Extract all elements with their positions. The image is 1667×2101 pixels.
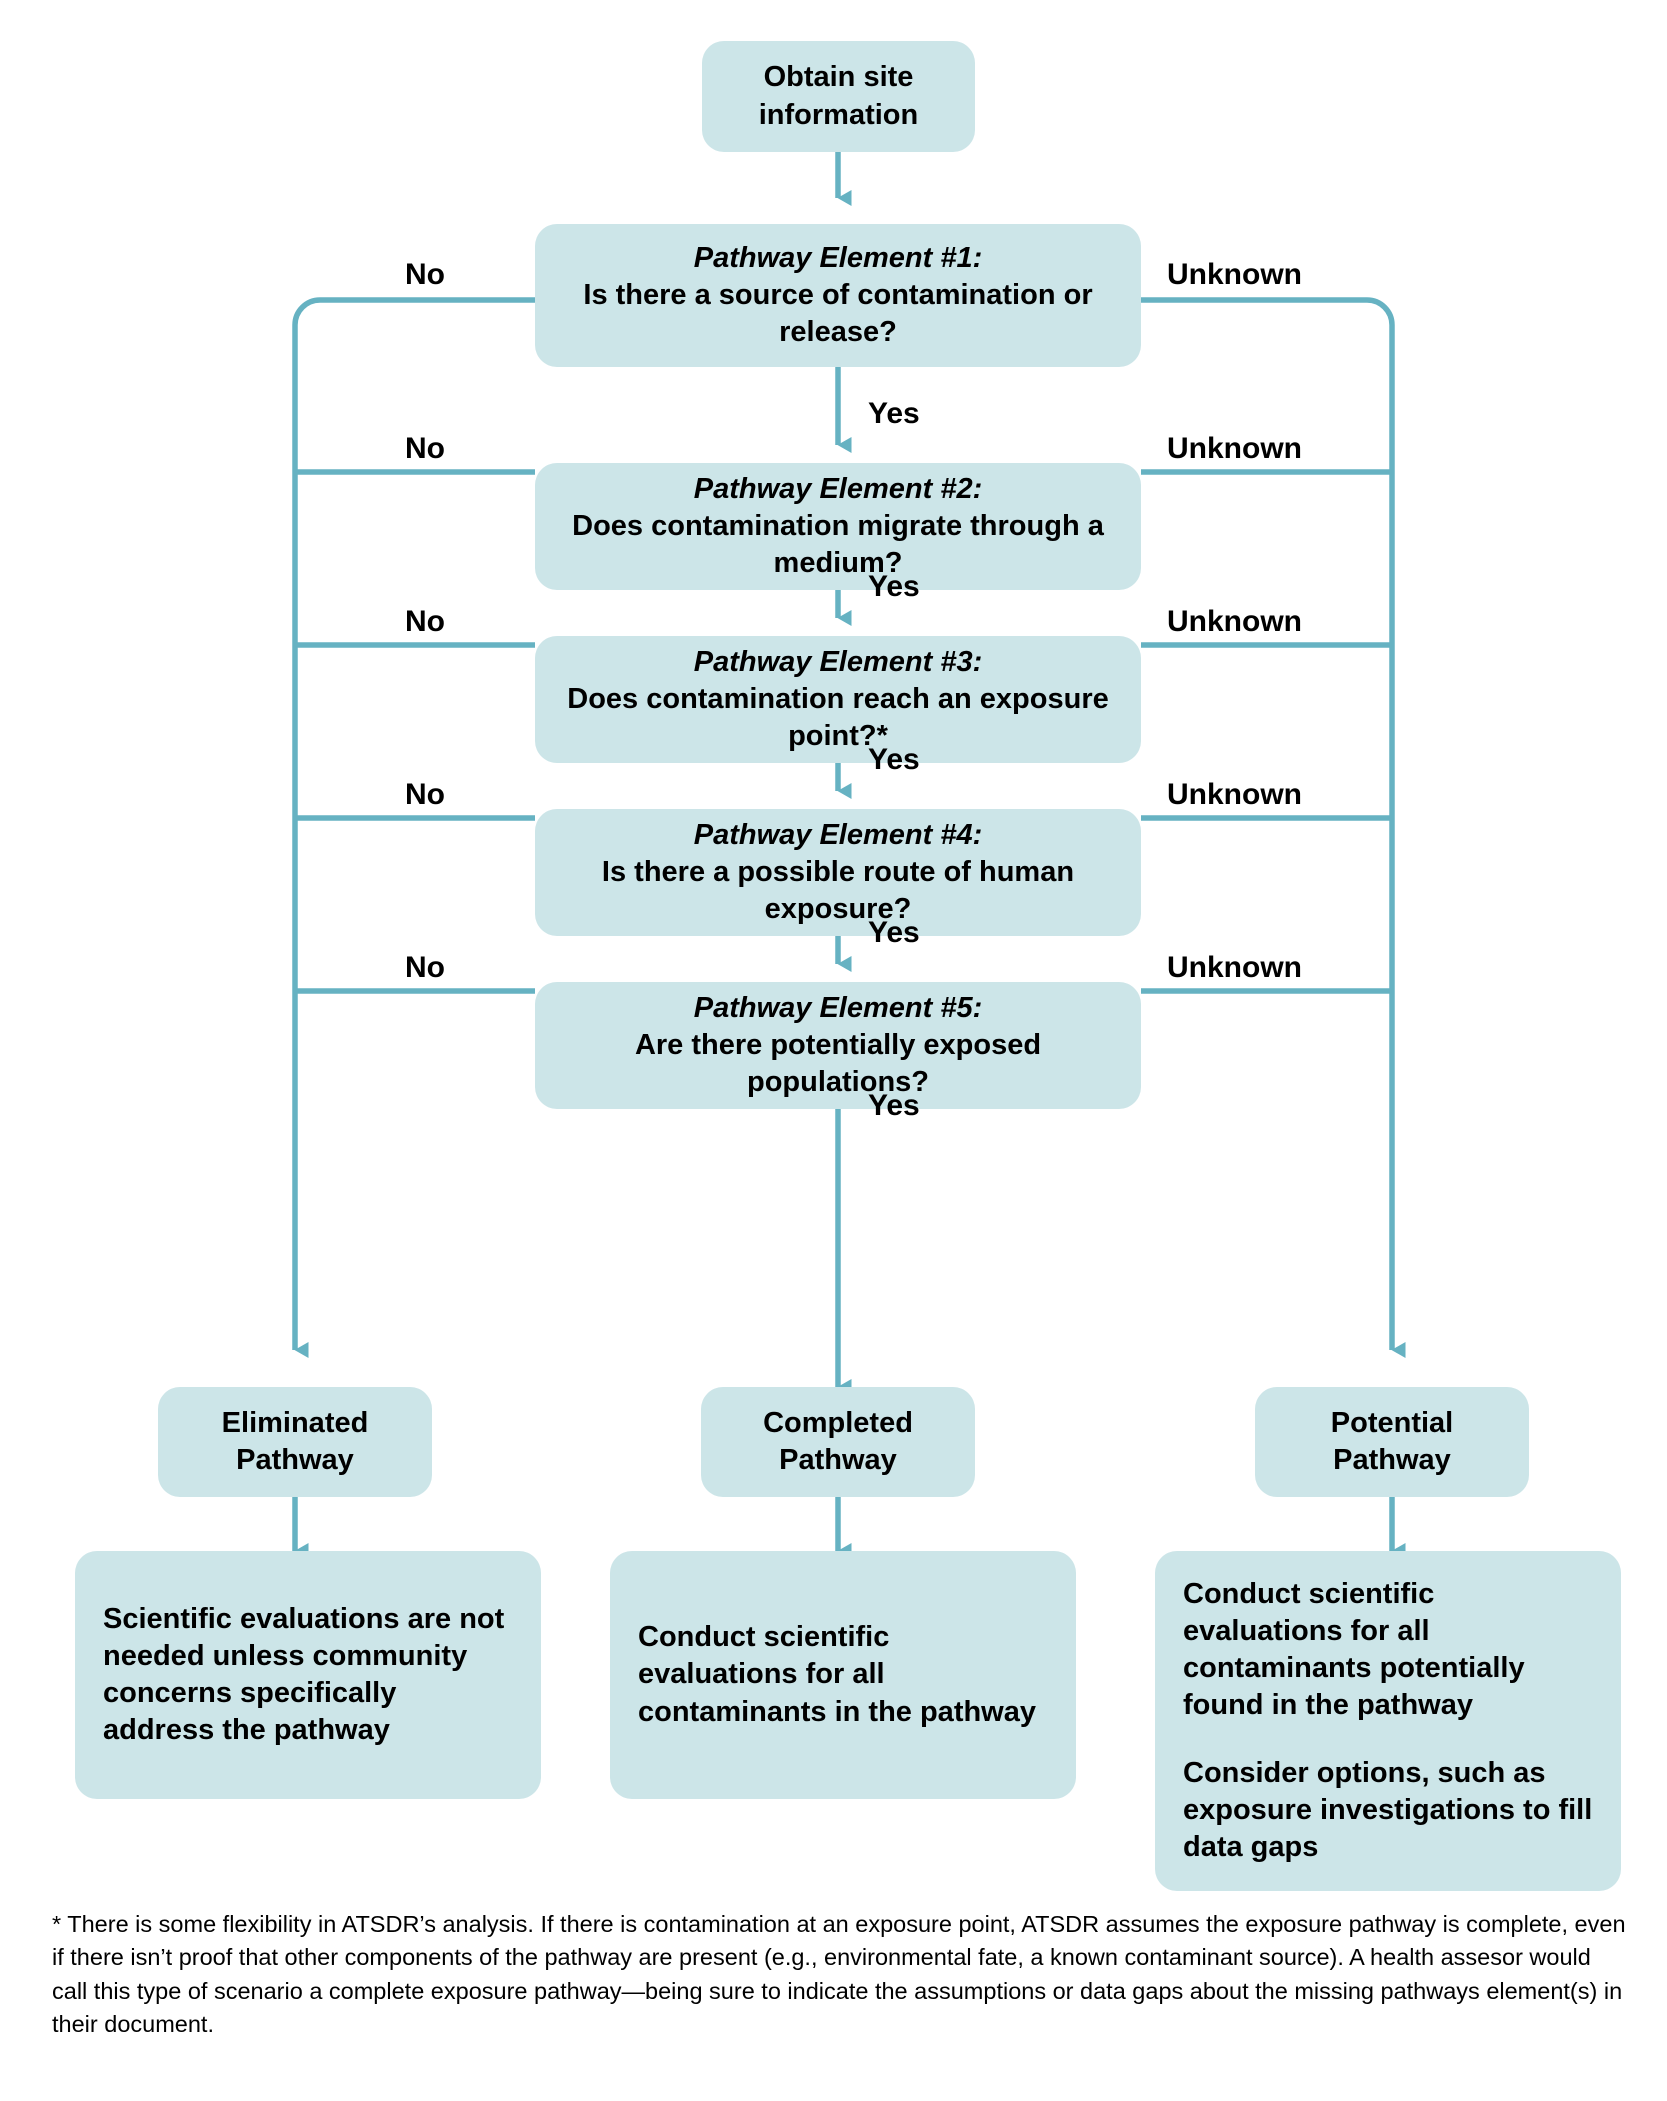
- action-text: Conduct scientific evaluations for all c…: [638, 1621, 1036, 1728]
- label-pe4-unknown: Unknown: [1167, 778, 1302, 811]
- node-pathway-element-1[interactable]: Pathway Element #1: Is there a source of…: [535, 224, 1141, 367]
- pathway-element-2-question: Does contamination migrate through a med…: [572, 509, 1104, 580]
- pathway-element-1-title: Pathway Element #1:: [693, 241, 983, 274]
- node-label: Completed Pathway: [763, 1406, 913, 1476]
- label-pe5-no: No: [405, 951, 445, 984]
- pathway-element-5-title: Pathway Element #5:: [693, 991, 983, 1024]
- pathway-element-1-question: Is there a source of contamination or re…: [583, 278, 1093, 349]
- label-pe1-yes: Yes: [868, 397, 920, 430]
- pathway-element-2-title: Pathway Element #2:: [693, 472, 983, 505]
- pathway-element-3-title: Pathway Element #3:: [693, 645, 983, 678]
- label-pe4-yes: Yes: [868, 916, 920, 949]
- node-label: Potential Pathway: [1330, 1406, 1454, 1476]
- node-pathway-element-5[interactable]: Pathway Element #5: Are there potentiall…: [535, 982, 1141, 1109]
- action-text-primary: Conduct scientific evaluations for all c…: [1183, 1578, 1525, 1722]
- pathway-element-5-question: Are there potentially exposed population…: [634, 1028, 1042, 1099]
- node-label: Eliminated Pathway: [221, 1406, 369, 1476]
- pathway-element-4-question: Is there a possible route of human expos…: [601, 855, 1075, 926]
- pathway-element-3-question: Does contamination reach an exposure poi…: [567, 682, 1109, 753]
- node-pathway-element-3[interactable]: Pathway Element #3: Does contamination r…: [535, 636, 1141, 763]
- label-pe3-yes: Yes: [868, 743, 920, 776]
- label-pe4-no: No: [405, 778, 445, 811]
- node-eliminated-pathway[interactable]: Eliminated Pathway: [158, 1387, 432, 1497]
- footnote: * There is some flexibility in ATSDR’s a…: [52, 1908, 1632, 2041]
- label-pe3-unknown: Unknown: [1167, 605, 1302, 638]
- footnote-text: * There is some flexibility in ATSDR’s a…: [52, 1911, 1626, 2038]
- node-label: Obtain site information: [758, 61, 919, 131]
- label-pe2-unknown: Unknown: [1167, 432, 1302, 465]
- node-eliminated-action[interactable]: Scientific evaluations are not needed un…: [75, 1551, 541, 1799]
- node-obtain-site-information[interactable]: Obtain site information: [702, 41, 975, 152]
- label-pe1-unknown: Unknown: [1167, 258, 1302, 291]
- node-potential-pathway[interactable]: Potential Pathway: [1255, 1387, 1529, 1497]
- node-pathway-element-2[interactable]: Pathway Element #2: Does contamination m…: [535, 463, 1141, 590]
- action-text: Scientific evaluations are not needed un…: [103, 1602, 505, 1747]
- label-pe2-no: No: [405, 432, 445, 465]
- label-pe5-unknown: Unknown: [1167, 951, 1302, 984]
- node-completed-action[interactable]: Conduct scientific evaluations for all c…: [610, 1551, 1076, 1799]
- node-pathway-element-4[interactable]: Pathway Element #4: Is there a possible …: [535, 809, 1141, 936]
- label-pe2-yes: Yes: [868, 570, 920, 603]
- label-pe5-yes: Yes: [868, 1089, 920, 1122]
- label-pe1-no: No: [405, 258, 445, 291]
- node-potential-action[interactable]: Conduct scientific evaluations for all c…: [1155, 1551, 1621, 1891]
- node-completed-pathway[interactable]: Completed Pathway: [701, 1387, 975, 1497]
- action-text-secondary: Consider options, such as exposure inves…: [1183, 1756, 1593, 1863]
- pathway-element-4-title: Pathway Element #4:: [693, 818, 983, 851]
- label-pe3-no: No: [405, 605, 445, 638]
